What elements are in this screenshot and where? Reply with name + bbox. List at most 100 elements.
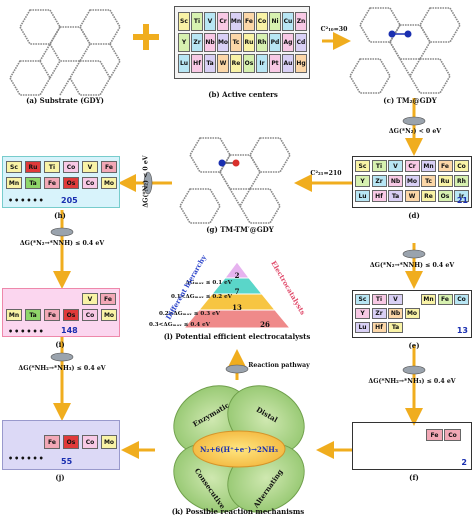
element-cell: Y	[178, 33, 190, 52]
element-cell: Mn	[421, 294, 436, 305]
element-cell: Mo	[101, 435, 117, 449]
count-i: 148	[61, 326, 78, 335]
caption-a: (a) Substrate (GDY)	[26, 96, 104, 105]
element-cell: Ir	[256, 54, 268, 73]
element-cell: Ir	[454, 190, 469, 202]
element-cell: Nb	[388, 308, 403, 319]
element-cell: Pt	[269, 54, 281, 73]
count-j: 55	[61, 457, 73, 466]
element-cell: Ag	[282, 33, 294, 52]
caption-i: (i)	[55, 340, 65, 349]
element-cell: Ti	[191, 12, 203, 31]
element-cell: Sc	[6, 161, 22, 173]
element-cell: Sc	[355, 294, 370, 305]
element-cell: Cr	[217, 12, 229, 31]
element-cell: Y	[355, 175, 370, 187]
element-cell: Ni	[269, 12, 281, 31]
caption-j: (j)	[55, 473, 65, 482]
element-cell: Tc	[230, 33, 242, 52]
element-cell: Sc	[355, 160, 370, 172]
element-cell: V	[82, 293, 98, 305]
element-cell: Sc	[178, 12, 190, 31]
element-cell: Hf	[371, 190, 387, 202]
element-cell: V	[388, 160, 403, 172]
element-cell: Os	[437, 190, 453, 202]
element-cell: Fe	[44, 435, 60, 449]
caption-b: (b) Active centers	[208, 90, 278, 99]
reaction-equation: N₂+6(H⁺+e⁻)→2NH₃	[200, 445, 278, 454]
element-cell: Os	[63, 435, 79, 449]
element-cell: Mn	[6, 309, 22, 321]
label-d-to-g: C²₂₁=210	[310, 170, 342, 177]
element-cell: W	[404, 190, 420, 202]
gdy-lattice-g	[179, 137, 291, 224]
caption-l: (l) Potential efficient electrocatalysts	[163, 332, 311, 341]
element-cell: Hf	[371, 322, 387, 333]
plus-icon	[133, 24, 159, 50]
count-d: 21	[456, 196, 468, 205]
element-cell: Re	[421, 190, 436, 202]
tier-range-1: ΔGₘₐₓ ≤ 0.1 eV	[185, 280, 232, 286]
element-cell: Os	[63, 177, 79, 189]
tier-count-4: 26	[260, 320, 270, 329]
ellipsis-dots: ••••••	[8, 326, 45, 336]
element-cell: Re	[230, 54, 242, 73]
tm-tm-prime-dimer-icon	[218, 159, 240, 167]
filter-icon	[50, 116, 426, 375]
element-cell: W	[217, 54, 229, 73]
caption-d: (d)	[408, 211, 420, 220]
element-cell: Mn	[421, 160, 436, 172]
element-cell: Cd	[295, 33, 307, 52]
element-cell: Fe	[437, 160, 453, 172]
caption-h: (h)	[54, 211, 66, 220]
element-cell: Ti	[371, 294, 387, 305]
element-cell: Mn	[230, 12, 242, 31]
element-cell: Pd	[269, 33, 281, 52]
element-cell: V	[82, 161, 98, 173]
element-cell: Mn	[6, 177, 22, 189]
element-cell: Zr	[191, 33, 203, 52]
element-cell: Co	[82, 309, 98, 321]
label-e-to-f: ΔG(*NH₂→*NH₃) ≤ 0.4 eV	[368, 378, 456, 385]
element-cell: Co	[63, 161, 79, 173]
element-cell: Ti	[371, 160, 387, 172]
element-cell: Lu	[355, 190, 370, 202]
element-cell: Zr	[371, 308, 387, 319]
mechanism-petals	[173, 385, 305, 513]
label-k-to-l: Reaction pathway	[248, 362, 310, 369]
element-cell: Ta	[388, 322, 403, 333]
tier-count-2: 7	[234, 287, 240, 296]
tier-count-3: 13	[232, 303, 242, 312]
element-cell: Ru	[25, 161, 41, 173]
tm2-dimer-icon	[388, 30, 412, 38]
element-cell: Fe	[243, 12, 255, 31]
element-cell: Co	[82, 435, 98, 449]
element-cell: Co	[82, 177, 98, 189]
element-cell: Rh	[256, 33, 268, 52]
caption-c: (c) TM₂@GDY	[383, 96, 437, 105]
tier-range-3: 0.2<ΔGₘₐₓ ≤ 0.3 eV	[158, 311, 220, 317]
caption-f: (f)	[409, 473, 419, 482]
flow-arrows	[53, 32, 423, 459]
element-cell: Mo	[404, 175, 420, 187]
hierarchy-pyramid	[182, 261, 292, 329]
element-cell: Co	[256, 12, 268, 31]
element-cell: Co	[454, 294, 469, 305]
element-cell: Fe	[101, 161, 117, 173]
element-cell: Os	[243, 54, 255, 73]
element-cell: Ta	[25, 309, 41, 321]
element-cell: Y	[355, 308, 370, 319]
element-cell: Lu	[178, 54, 190, 73]
element-cell: Co	[454, 160, 469, 172]
element-cell: Ru	[437, 175, 453, 187]
element-cell: Mo	[217, 33, 229, 52]
element-cell: Au	[282, 54, 294, 73]
element-cell: Nb	[204, 33, 216, 52]
tier-range-4: 0.3<ΔGₘₐₓ ≤ 0.4 eV	[148, 322, 210, 328]
panel-f: Fe Co 2	[352, 422, 472, 470]
label-i-to-j: ΔG(*NH₂→*NH₃) ≤ 0.4 eV	[18, 365, 106, 372]
